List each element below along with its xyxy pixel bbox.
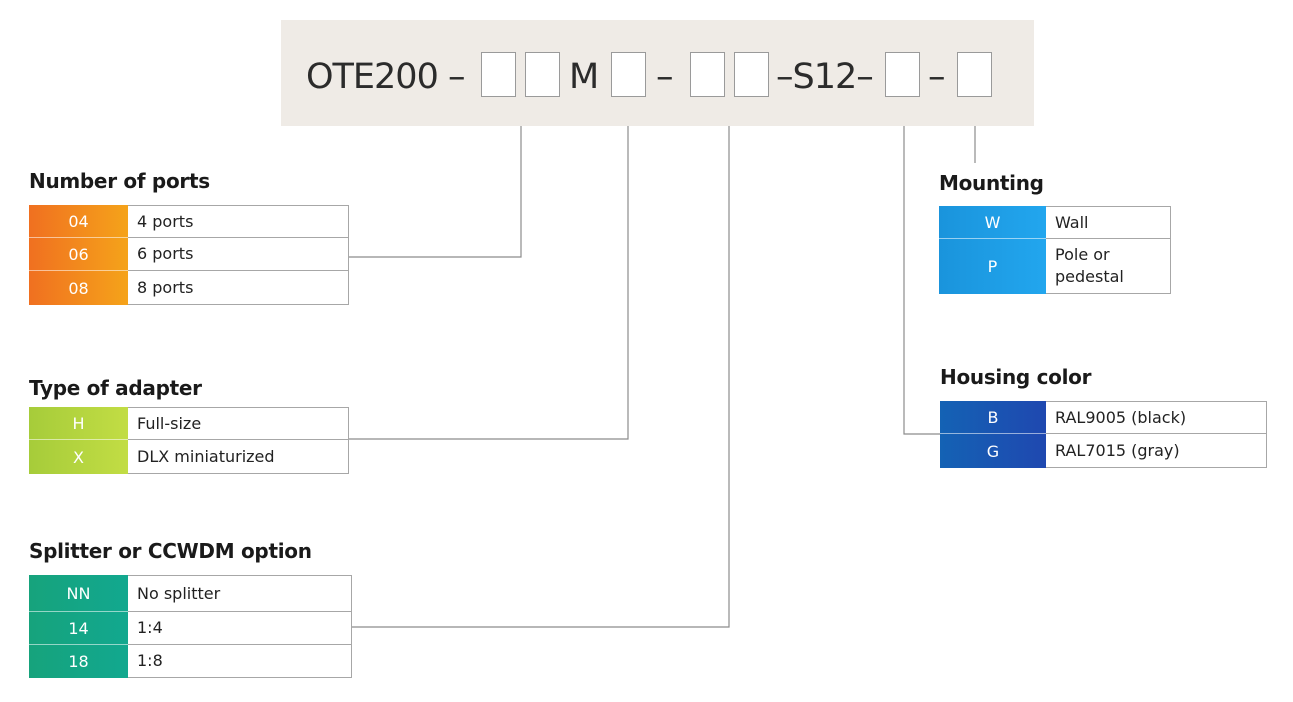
table-row: 08 8 ports <box>29 271 349 305</box>
code-cell: 18 <box>29 645 128 678</box>
label-cell: RAL7015 (gray) <box>1046 434 1267 468</box>
code-cell: 08 <box>29 271 128 305</box>
slot-splitter-1 <box>690 52 725 97</box>
table-row: G RAL7015 (gray) <box>940 434 1267 468</box>
label-cell: 1:8 <box>128 645 352 678</box>
table-row: 18 1:8 <box>29 645 352 678</box>
label-cell: 4 ports <box>128 205 349 238</box>
table-row: P Pole or pedestal <box>939 239 1171 294</box>
table-row: 06 6 ports <box>29 238 349 271</box>
slot-ports-1 <box>481 52 516 97</box>
slot-mounting <box>957 52 992 97</box>
label-cell: Full-size <box>128 407 349 440</box>
code-cell: 04 <box>29 205 128 238</box>
adapter-table: H Full-size X DLX miniaturized <box>29 407 349 474</box>
code-cell: B <box>940 401 1046 434</box>
label-cell: No splitter <box>128 575 352 612</box>
table-row: H Full-size <box>29 407 349 440</box>
label-cell: Wall <box>1046 206 1171 239</box>
label-cell: Pole or pedestal <box>1046 239 1171 294</box>
code-dash-1: – <box>656 57 673 97</box>
code-s12: –S12– <box>776 57 874 97</box>
label-cell: RAL9005 (black) <box>1046 401 1267 434</box>
table-row: X DLX miniaturized <box>29 440 349 474</box>
slot-splitter-2 <box>734 52 769 97</box>
ports-title: Number of ports <box>29 169 210 193</box>
code-dash-2: – <box>928 57 945 97</box>
code-cell: 06 <box>29 238 128 271</box>
leader-adapter <box>349 101 629 440</box>
slot-adapter <box>611 52 646 97</box>
ports-table: 04 4 ports 06 6 ports 08 8 ports <box>29 205 349 305</box>
label-cell: 1:4 <box>128 612 352 645</box>
table-row: NN No splitter <box>29 575 352 612</box>
code-cell: P <box>939 239 1046 294</box>
leader-housing <box>903 101 940 435</box>
housing-table: B RAL9005 (black) G RAL7015 (gray) <box>940 401 1267 468</box>
label-cell: 8 ports <box>128 271 349 305</box>
code-cell: G <box>940 434 1046 468</box>
label-cell: DLX miniaturized <box>128 440 349 474</box>
housing-title: Housing color <box>940 365 1092 389</box>
code-cell: W <box>939 206 1046 239</box>
splitter-table: NN No splitter 14 1:4 18 1:8 <box>29 575 352 678</box>
code-cell: NN <box>29 575 128 612</box>
slot-housing <box>885 52 920 97</box>
code-cell: 14 <box>29 612 128 645</box>
table-row: 04 4 ports <box>29 205 349 238</box>
code-cell: H <box>29 407 128 440</box>
code-m: M <box>569 57 599 97</box>
mounting-title: Mounting <box>939 171 1044 195</box>
adapter-title: Type of adapter <box>29 376 202 400</box>
label-cell: 6 ports <box>128 238 349 271</box>
table-row: W Wall <box>939 206 1171 239</box>
mounting-table: W Wall P Pole or pedestal <box>939 206 1171 294</box>
leader-splitter <box>352 101 730 628</box>
code-cell: X <box>29 440 128 474</box>
table-row: 14 1:4 <box>29 612 352 645</box>
table-row: B RAL9005 (black) <box>940 401 1267 434</box>
leader-ports <box>349 101 522 258</box>
splitter-title: Splitter or CCWDM option <box>29 539 312 563</box>
code-prefix: OTE200 – <box>306 57 465 97</box>
slot-ports-2 <box>525 52 560 97</box>
